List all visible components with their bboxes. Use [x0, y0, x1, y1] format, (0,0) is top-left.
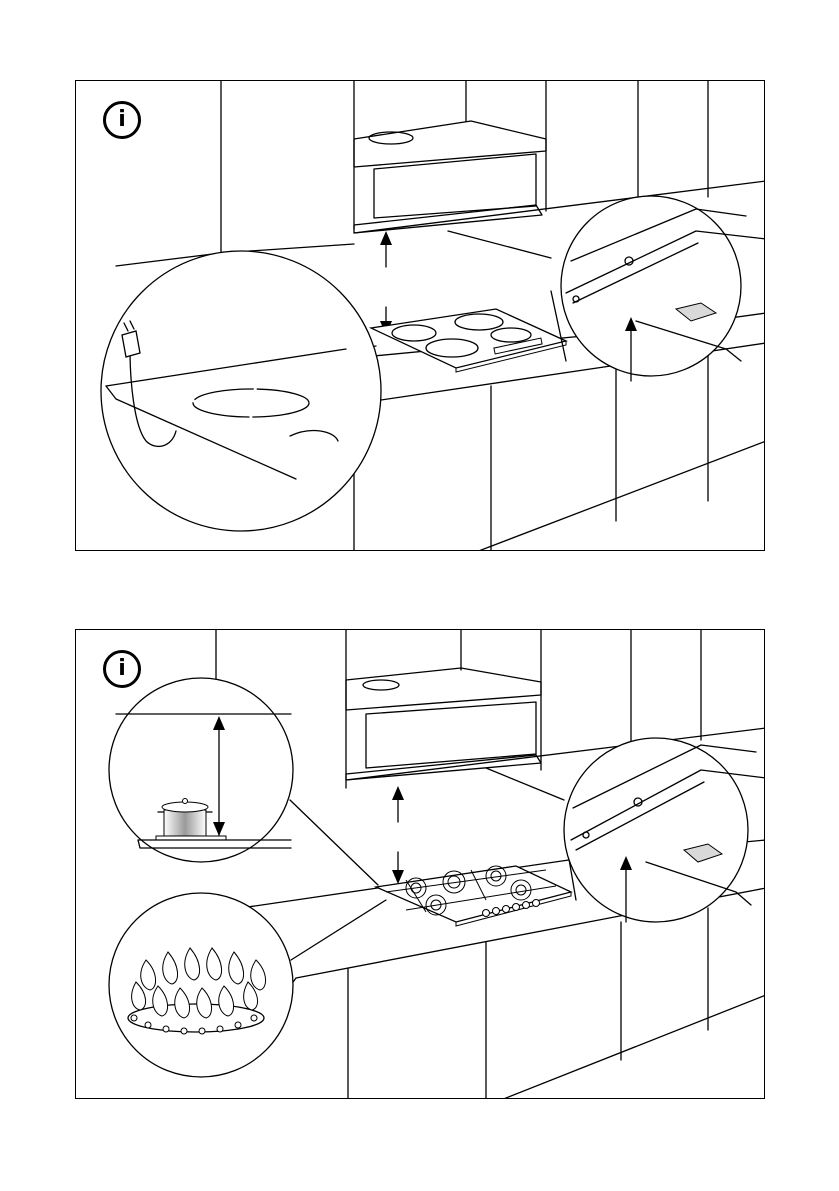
gas-installation-drawing — [76, 630, 765, 1099]
installation-figure-gas: i — [75, 629, 765, 1099]
extractor-hood — [346, 668, 541, 780]
extractor-hood — [354, 121, 546, 233]
info-icon: i — [103, 650, 141, 688]
gas-hob — [376, 866, 571, 926]
detail-magnifier-cable — [101, 251, 381, 531]
induction-installation-drawing — [76, 81, 765, 551]
clearance-arrows — [380, 231, 392, 335]
info-icon: i — [103, 101, 141, 139]
clearance-arrows — [392, 786, 404, 884]
installation-figure-induction: i — [75, 80, 765, 551]
induction-hob — [371, 309, 566, 372]
detail-magnifier-flame — [109, 893, 386, 1077]
info-icon-glyph: i — [118, 109, 126, 131]
info-icon-glyph: i — [118, 658, 126, 680]
detail-magnifier-pot — [109, 678, 378, 885]
